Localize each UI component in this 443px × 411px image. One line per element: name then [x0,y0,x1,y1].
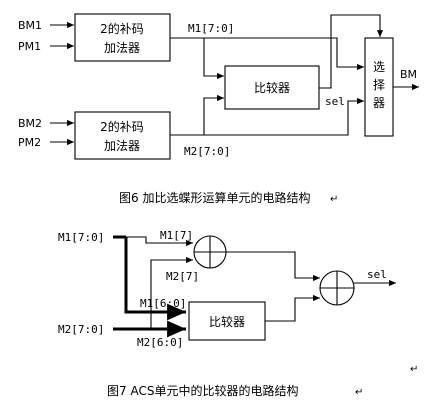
adder-top-block [74,13,171,62]
fig7-input-m2-label: M2[7:0] [58,323,104,336]
bm-output-label: BM [400,68,417,81]
m1-msb-wire [126,236,193,247]
selector-block [364,37,394,137]
m1-bus-label: M1[7:0] [188,22,234,35]
selector-label-line1: 选 [373,60,385,74]
input-bm2-label: BM2 [18,117,42,130]
sel-wire-fig6 [319,14,384,89]
m1-bus-to-comparator [124,237,186,321]
adder-bottom-label-line1: 2的补码 [100,119,144,134]
figure6-caption: 图6 加比选蝶形运算单元的电路结构 [119,190,310,205]
m2-wire-to-selector [170,97,364,136]
comparator-block-fig6 [224,65,320,110]
comparator-label-fig7: 比较器 [209,314,245,329]
paragraph-mark-icon: ↵ [330,194,338,205]
figure7-caption: 图7 ACS单元中的比较器的电路结构 [107,383,298,398]
input-pm1-label: PM1 [18,40,41,53]
adder-bottom-label-line2: 加法器 [104,139,140,153]
fig7-input-m1-label: M1[7:0] [58,231,104,244]
comparator-label-fig6: 比较器 [254,80,290,95]
paragraph-mark-icon-3: ↵ [355,387,363,398]
xor1-to-xor2-wire [226,251,320,282]
input-pm2-label: PM2 [18,136,41,149]
m2-msb-wire [150,256,193,329]
sel-label-fig6: sel [325,95,345,108]
figure-6: BM1 PM1 BM2 PM2 2的补码 加法器 2的补码 加法器 M1[7:0… [18,13,419,205]
m2-bus-label: M2[7:0] [184,145,230,158]
m1-wire-to-comparator [203,38,224,80]
sel-output-label-fig7: sel [367,268,387,281]
input-bm1-label: BM1 [18,19,42,32]
m2-low-bits-label: M2[6:0] [137,336,183,349]
figure-7: M1[7:0] M2[7:0] M1[7] M2[7] M1[6:0] M2[6… [58,229,418,398]
m1-wire-to-selector [170,37,364,71]
m2-wire-to-comparator [203,94,224,135]
selector-label-line3: 器 [373,96,385,110]
paragraph-mark-icon-2: ↵ [410,364,418,375]
adder-top-label-line1: 2的补码 [100,21,144,36]
m1-low-bits-label: M1[6:0] [140,297,186,310]
comparator-to-xor2-wire [265,294,320,322]
adder-bottom-block [74,111,171,160]
adder-top-label-line2: 加法器 [104,41,140,55]
selector-label-line2: 择 [373,78,385,92]
m1-msb-label: M1[7] [160,229,193,242]
m2-msb-label: M2[7] [166,270,199,283]
